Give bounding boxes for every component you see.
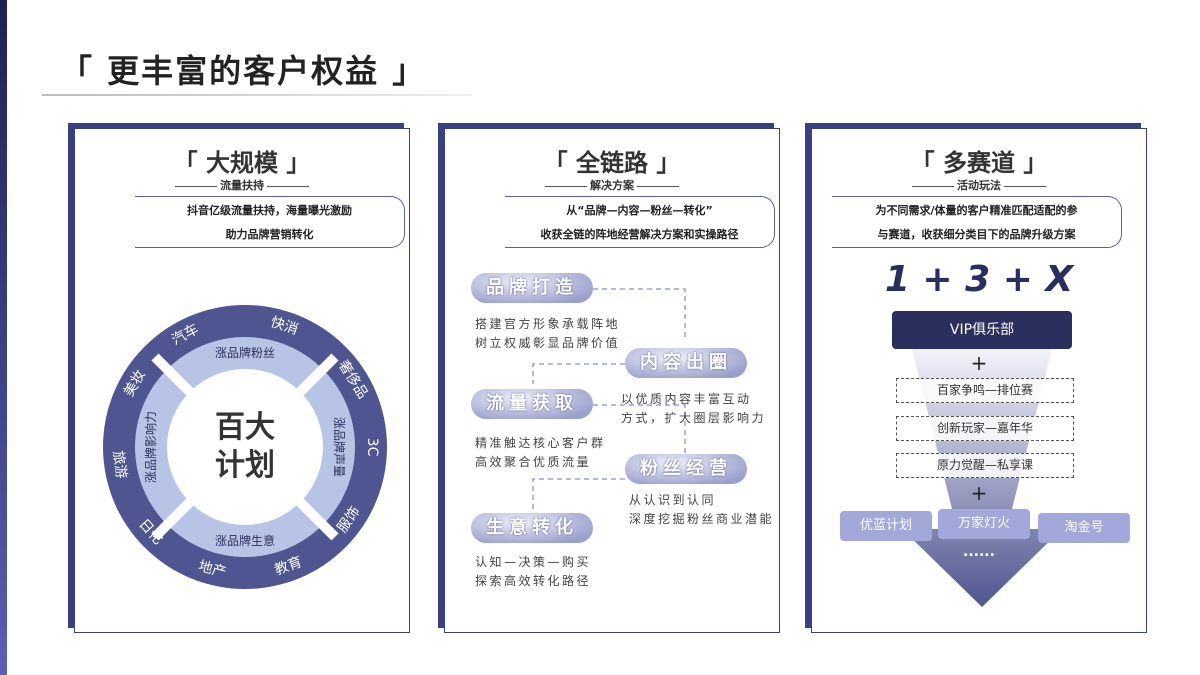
wheel-center: 计划 xyxy=(215,448,275,483)
connector xyxy=(593,404,686,457)
step-text: 搭建官方形象承载阵地树立权威彰显品牌价值 xyxy=(475,317,621,350)
funnel xyxy=(902,349,1062,607)
formula: 1 + 3 + X xyxy=(884,259,1074,300)
wheel-label: 涨品牌声量 xyxy=(332,417,347,477)
desc-line: 收获全链的阵地经营解决方案和实操路径 xyxy=(540,228,739,241)
card-subtitle: 活动玩法 xyxy=(812,177,1146,193)
desc-line: 抖音亿级流量扶持，海量曝光激励 xyxy=(187,204,352,217)
desc-line: 与赛道，收获细分类目下的品牌升级方案 xyxy=(877,228,1076,241)
wheel-label: 地产 xyxy=(197,558,228,581)
card-title: 「 全链路 」 xyxy=(543,149,681,177)
plus-sign: + xyxy=(970,481,988,505)
page-title: 「 更丰富的客户权益 」 xyxy=(60,52,427,90)
title-underline xyxy=(42,94,472,96)
step-pill: 生意转化 xyxy=(471,513,593,543)
card-subtitle: 解决方案 xyxy=(445,177,779,193)
arrow-divider xyxy=(296,498,339,541)
arrow-divider xyxy=(296,353,339,396)
step-pill: 粉丝经营 xyxy=(625,454,747,484)
step-pill: 流量获取 xyxy=(471,389,593,419)
step-text: 从认识到认同深度挖掘粉丝商业潜能 xyxy=(629,493,775,526)
event-box: 创新玩家—嘉年华 xyxy=(896,416,1074,441)
wheel-label: 3C xyxy=(364,438,380,457)
step-text: 精准触达核心客户群高效聚合优质流量 xyxy=(475,436,606,469)
plus-sign: + xyxy=(970,351,988,375)
connector xyxy=(593,288,686,341)
center-circle xyxy=(167,369,323,525)
arrow-divider xyxy=(151,353,194,396)
card-desc: 为不同需求/体量的客户精准匹配适配的参 与赛道，收获细分类目下的品牌升级方案 xyxy=(832,196,1122,248)
program-chip: 万家灯火 xyxy=(938,509,1030,539)
arrow-divider xyxy=(151,498,194,541)
more-indicator: ...... xyxy=(963,544,995,560)
connector xyxy=(532,478,625,511)
program-chip: 优蓝计划 xyxy=(840,511,932,541)
wheel-label: 涨品牌影响力 xyxy=(143,411,158,483)
card-title: 「 多赛道 」 xyxy=(910,149,1048,177)
program-chip: 淘金号 xyxy=(1038,513,1130,543)
step-pill: 品牌打造 xyxy=(471,273,593,303)
step-pill: 内容出圈 xyxy=(625,348,747,378)
step-text: 认知—决策—购买探索高效转化路径 xyxy=(475,555,592,588)
wheel-diagram: 百大 计划 涨品牌粉丝涨品牌声量涨品牌生意涨品牌影响力 汽车快消奢侈品3C服饰教… xyxy=(103,305,387,589)
wheel-label: 旅游 xyxy=(109,450,129,480)
wheel-center: 百大 xyxy=(215,410,275,445)
desc-line: 助力品牌营销转化 xyxy=(225,228,314,241)
card-multi-track: 「 多赛道 」 活动玩法 为不同需求/体量的客户精准匹配适配的参 与赛道，收获细… xyxy=(811,128,1147,633)
slide-edge-bar xyxy=(0,0,7,675)
card-full-chain: 「 全链路 」 解决方案 从“品牌—内容—粉丝—转化” 收获全链的阵地经营解决方… xyxy=(444,128,780,633)
event-box: 百家争鸣—排位赛 xyxy=(896,378,1074,403)
wheel-label: 涨品牌生意 xyxy=(215,533,275,548)
desc-line: 为不同需求/体量的客户精准匹配适配的参 xyxy=(875,204,1078,217)
funnel-shape xyxy=(902,349,1062,607)
desc-line: 从“品牌—内容—粉丝—转化” xyxy=(566,204,713,217)
connector xyxy=(532,363,625,384)
flow-connectors xyxy=(532,288,686,511)
card-desc: 从“品牌—内容—粉丝—转化” 收获全链的阵地经营解决方案和实操路径 xyxy=(505,196,775,248)
step-text: 以优质内容丰富互动方式，扩大圈层影响力 xyxy=(621,392,767,425)
card-scale: 「 大规模 」 流量扶持 抖音亿级流量扶持，海量曝光激励 助力品牌营销转化 百大… xyxy=(74,128,410,633)
card-subtitle: 流量扶持 xyxy=(75,177,409,193)
card-title: 「 大规模 」 xyxy=(173,149,311,177)
event-box: 原力觉醒—私享课 xyxy=(896,453,1074,478)
vip-club-block: VIP俱乐部 xyxy=(892,311,1072,349)
card-desc: 抖音亿级流量扶持，海量曝光激励 助力品牌营销转化 xyxy=(135,196,405,248)
wheel-label: 涨品牌粉丝 xyxy=(215,345,275,360)
